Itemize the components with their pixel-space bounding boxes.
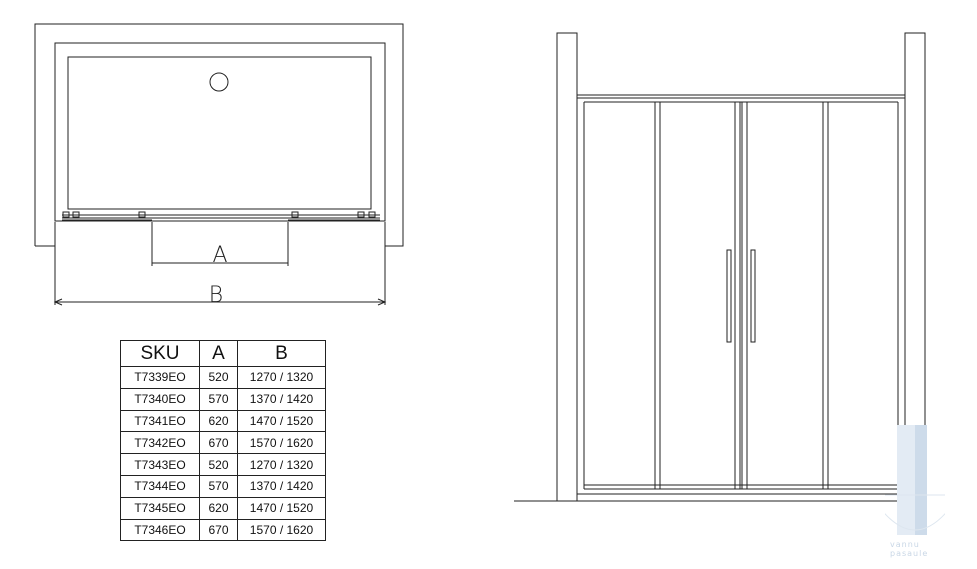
bracket-icon [62,211,70,218]
elevation-view [514,32,927,502]
cell-sku: T7340EO [120,387,200,411]
table-row: T7343EO 520 1270 / 1320 [120,453,326,476]
table-row: T7344EO 570 1370 / 1420 [120,474,326,498]
door-handle-left [726,249,732,343]
cell-a: 670 [199,518,238,542]
cell-sku: T7341EO [120,409,200,433]
plan-tray [54,42,386,222]
door-right-edge [741,101,748,490]
cell-b: 1370 / 1420 [237,387,326,411]
cell-a: 570 [199,387,238,411]
header-b: B [237,340,326,367]
cell-b: 1470 / 1520 [237,409,326,433]
cell-sku: T7343EO [120,453,200,476]
table-row: T7339EO 520 1270 / 1320 [120,366,326,389]
table-header-row: SKU A B [120,340,326,367]
cell-b: 1270 / 1320 [237,366,326,389]
cell-b: 1570 / 1620 [237,518,326,542]
left-wall [556,32,578,502]
panel-right-fixed-edge [822,101,829,490]
dimension-a-label: A [212,243,227,268]
header-sku: SKU [120,340,200,367]
header-a: A [199,340,238,367]
door-handle-right [750,249,756,343]
cell-a: 670 [199,431,238,455]
cell-b: 1370 / 1420 [237,474,326,498]
door-frame [576,94,906,495]
plan-view [34,23,404,306]
plan-tray-inner [67,56,372,210]
cell-sku: T7345EO [120,496,200,520]
cell-sku: T7344EO [120,474,200,498]
panel-left-fixed-edge [654,101,661,490]
cell-sku: T7342EO [120,431,200,455]
drain-icon [209,72,229,92]
cell-a: 620 [199,496,238,520]
cell-a: 620 [199,409,238,433]
cell-b: 1270 / 1320 [237,453,326,476]
cell-sku: T7339EO [120,366,200,389]
table-row: T7345EO 620 1470 / 1520 [120,496,326,520]
sku-table: SKU A B T7339EO 520 1270 / 1320 T7340EO … [120,340,326,542]
table-row: T7342EO 670 1570 / 1620 [120,431,326,455]
table-row: T7340EO 570 1370 / 1420 [120,387,326,411]
watermark-text: vannu pasaule [890,540,929,558]
table-row: T7346EO 670 1570 / 1620 [120,518,326,542]
cell-a: 570 [199,474,238,498]
cell-a: 520 [199,453,238,476]
watermark-logo-icon [885,425,945,535]
cell-sku: T7346EO [120,518,200,542]
cell-b: 1570 / 1620 [237,431,326,455]
cell-a: 520 [199,366,238,389]
table-row: T7341EO 620 1470 / 1520 [120,409,326,433]
dimension-b-label: B [209,283,223,308]
door-left-edge [734,101,741,490]
cell-b: 1470 / 1520 [237,496,326,520]
